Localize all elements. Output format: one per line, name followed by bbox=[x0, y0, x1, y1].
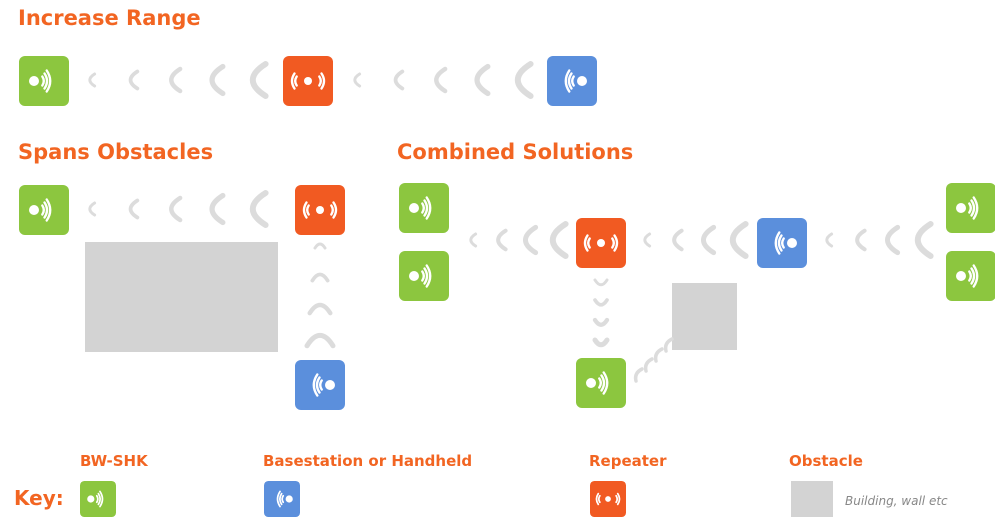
basestation-icon-icon bbox=[264, 481, 300, 517]
basestation-icon bbox=[757, 218, 807, 268]
bw-shk-node bbox=[946, 251, 995, 301]
signal-chevron bbox=[663, 337, 674, 353]
key-basestation-icon bbox=[263, 481, 301, 517]
bw-shk-node bbox=[946, 183, 995, 233]
bw-shk-icon bbox=[19, 185, 69, 235]
heading-increase-range: Increase Range bbox=[18, 6, 201, 30]
signal-chevron bbox=[469, 232, 478, 248]
basestation-icon bbox=[295, 360, 345, 410]
bw-shk-icon-icon bbox=[80, 481, 116, 517]
signal-chevron bbox=[593, 298, 609, 307]
bw-shk-node bbox=[19, 56, 69, 106]
key-label-repeater: Repeater bbox=[589, 452, 667, 470]
signal-chevron bbox=[914, 221, 934, 259]
repeater-icon bbox=[283, 56, 333, 106]
signal-chevron bbox=[592, 317, 610, 327]
signal-chevron bbox=[593, 278, 609, 287]
signal-chevron bbox=[310, 272, 330, 283]
basestation-node bbox=[757, 218, 807, 268]
signal-chevron bbox=[523, 224, 539, 256]
key-label-bw-shk: BW-SHK bbox=[80, 452, 148, 470]
signal-chevron bbox=[249, 190, 269, 228]
signal-chevron bbox=[474, 63, 491, 97]
signal-chevron bbox=[855, 228, 867, 252]
signal-chevron bbox=[653, 347, 664, 363]
signal-chevron bbox=[643, 232, 652, 248]
repeater-icon-icon bbox=[590, 481, 626, 517]
signal-chevron bbox=[825, 232, 834, 248]
repeater-node bbox=[283, 56, 333, 106]
repeater-icon bbox=[576, 218, 626, 268]
bw-shk-node bbox=[19, 185, 69, 235]
basestation-icon bbox=[547, 56, 597, 106]
signal-chevron bbox=[249, 61, 269, 99]
key-obstacle-swatch bbox=[791, 481, 833, 517]
signal-chevron bbox=[307, 302, 333, 316]
signal-chevron bbox=[496, 228, 508, 252]
signal-chevron bbox=[643, 357, 654, 373]
signal-chevron bbox=[313, 242, 327, 250]
signal-chevron bbox=[128, 69, 140, 91]
key-label-obstacle: Obstacle bbox=[789, 452, 863, 470]
heading-spans-obstacles: Spans Obstacles bbox=[18, 140, 214, 164]
obstacle-building bbox=[672, 283, 737, 350]
signal-chevron bbox=[672, 228, 684, 252]
signal-chevron bbox=[209, 192, 226, 226]
signal-chevron bbox=[729, 221, 749, 259]
basestation-node bbox=[295, 360, 345, 410]
signal-chevron bbox=[434, 66, 448, 94]
key-repeater-icon bbox=[589, 481, 627, 517]
signal-chevron bbox=[885, 224, 901, 256]
bw-shk-icon bbox=[576, 358, 626, 408]
bw-shk-icon bbox=[19, 56, 69, 106]
signal-chevron bbox=[128, 198, 140, 220]
signal-chevron bbox=[209, 63, 226, 97]
signal-chevron bbox=[304, 332, 336, 349]
signal-chevron bbox=[169, 195, 183, 223]
signal-chevron bbox=[353, 72, 362, 88]
heading-combined-solutions: Combined Solutions bbox=[397, 140, 634, 164]
bw-shk-node bbox=[576, 358, 626, 408]
signal-chevron bbox=[592, 337, 610, 348]
signal-chevron bbox=[169, 66, 183, 94]
key-obstacle-note: Building, wall etc bbox=[845, 494, 948, 508]
bw-shk-node bbox=[399, 251, 449, 301]
repeater-icon bbox=[295, 185, 345, 235]
repeater-node bbox=[576, 218, 626, 268]
bw-shk-icon bbox=[946, 251, 995, 301]
signal-chevron bbox=[88, 201, 97, 217]
basestation-node bbox=[547, 56, 597, 106]
obstacle-building bbox=[85, 242, 278, 352]
signal-chevron bbox=[514, 61, 534, 99]
signal-chevron bbox=[393, 69, 405, 91]
bw-shk-node bbox=[399, 183, 449, 233]
signal-chevron bbox=[88, 72, 97, 88]
signal-chevron bbox=[701, 224, 717, 256]
signal-chevron bbox=[633, 367, 644, 383]
repeater-node bbox=[295, 185, 345, 235]
bw-shk-icon bbox=[399, 183, 449, 233]
key-bw-shk-icon bbox=[79, 481, 117, 517]
key-label-basestation: Basestation or Handheld bbox=[263, 452, 473, 470]
bw-shk-icon bbox=[946, 183, 995, 233]
signal-chevron bbox=[549, 221, 569, 259]
key-title: Key: bbox=[14, 486, 64, 510]
bw-shk-icon bbox=[399, 251, 449, 301]
